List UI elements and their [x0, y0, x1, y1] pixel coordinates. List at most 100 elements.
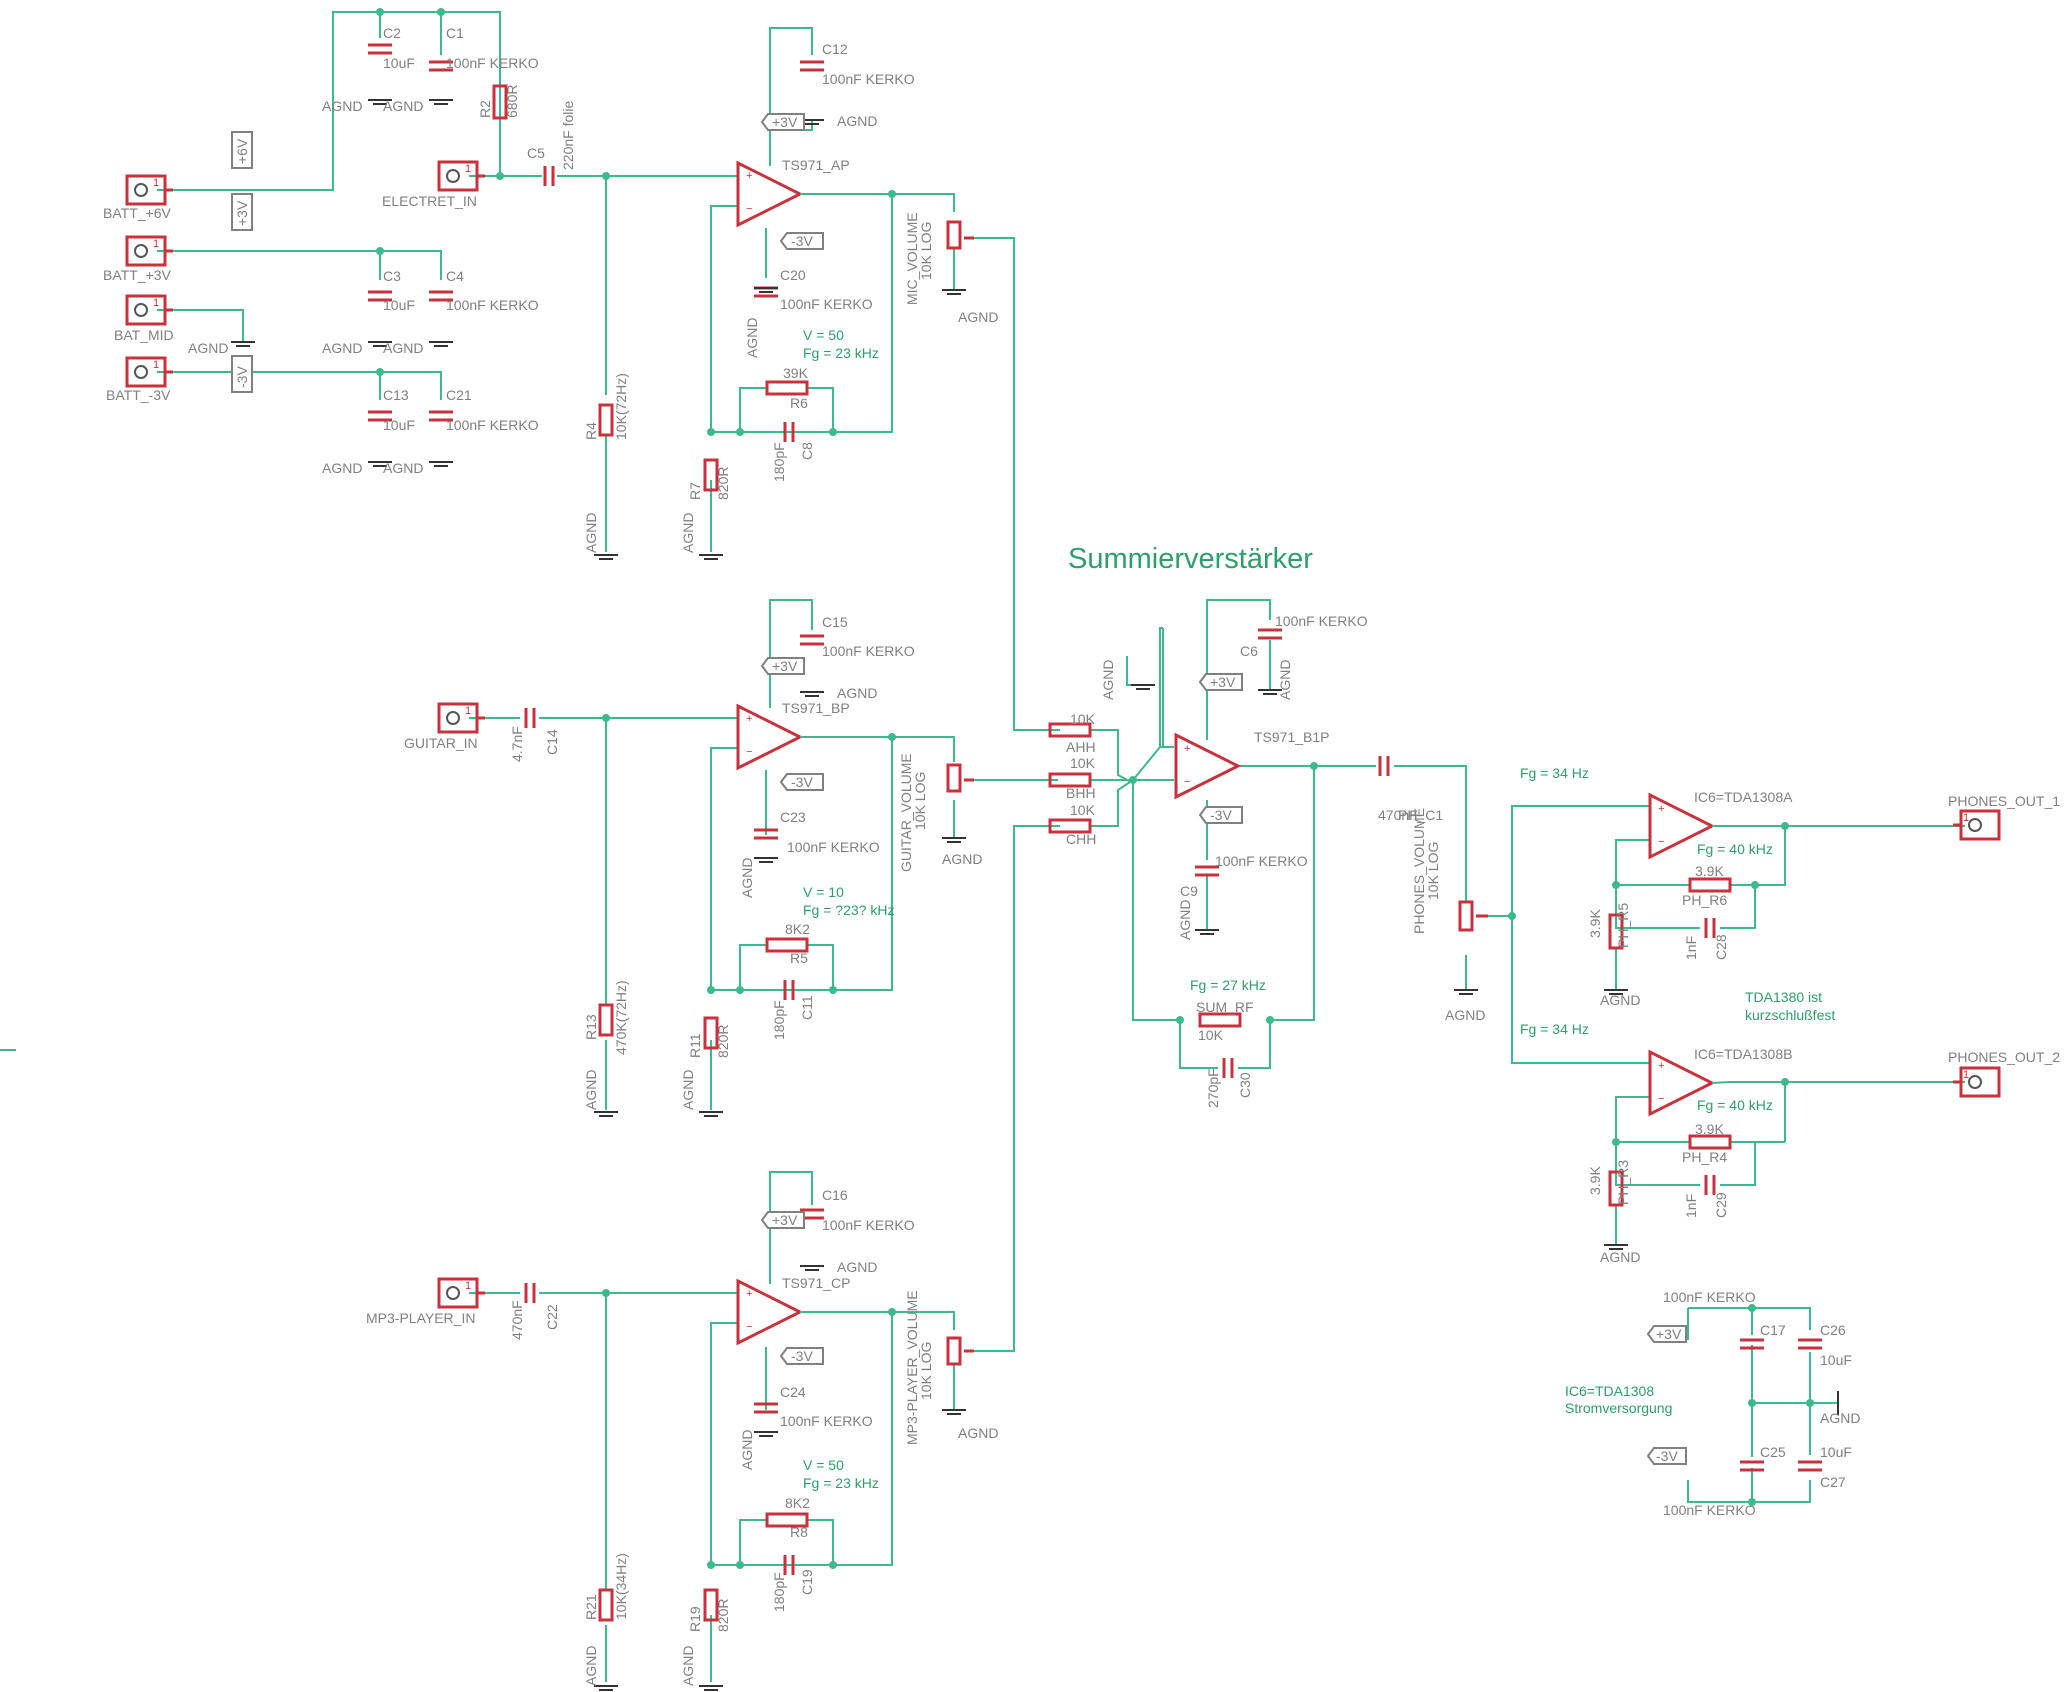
label: AGND — [322, 340, 362, 356]
connector-label: MP3-PLAYER_IN — [366, 1310, 475, 1326]
supply-tag-box — [760, 113, 805, 131]
label: 100nF KERKO — [446, 55, 539, 71]
label-vertical: C8 — [799, 442, 815, 460]
label-vertical: 10K LOG — [1425, 842, 1441, 900]
label-vertical: 1nF — [1683, 936, 1699, 960]
svg-text:+: + — [1658, 1060, 1664, 1072]
connector-label: PHONES_OUT_2 — [1948, 1049, 2060, 1065]
label-vertical: 3.9K — [1587, 1166, 1603, 1195]
annotation: Stromversorgung — [1565, 1400, 1672, 1416]
label-vertical: 820R — [715, 467, 731, 500]
label-vertical: 820R — [715, 1599, 731, 1632]
label: AGND — [383, 460, 423, 476]
annotation: kurzschlußfest — [1745, 1007, 1835, 1023]
label: 10K — [1070, 755, 1096, 771]
label: 100nF KERKO — [822, 643, 915, 659]
opamp-symbols: +− +− +− +− +− +− — [736, 160, 1731, 1346]
label: 10uF — [383, 297, 415, 313]
label: C1 — [446, 25, 464, 41]
label-vertical: AGND — [583, 1070, 599, 1110]
pin-number: 1 — [153, 297, 159, 309]
annotation: Fg = 27 kHz — [1190, 977, 1266, 993]
label: C24 — [780, 1384, 806, 1400]
label: C5 — [527, 145, 545, 161]
supply-tag-box — [779, 232, 824, 250]
svg-text:+: + — [1658, 803, 1664, 815]
label: AGND — [958, 309, 998, 325]
label-vertical: C14 — [544, 729, 560, 755]
label: 100nF KERKO — [780, 296, 873, 312]
svg-text:−: − — [746, 203, 752, 215]
supply-tag: -3V — [234, 366, 250, 388]
label: AGND — [383, 98, 423, 114]
label-vertical: C28 — [1713, 934, 1729, 960]
supply-tag-box — [779, 773, 824, 791]
supply-tag-box — [1646, 1325, 1687, 1343]
label: C21 — [446, 387, 472, 403]
label-vertical: 470nF — [509, 1300, 525, 1340]
label: AGND — [837, 113, 877, 129]
supply-tag-box — [779, 1347, 824, 1365]
label-vertical: 180pF — [771, 442, 787, 482]
supply-tag-box — [760, 657, 805, 675]
label: AGND — [1820, 1410, 1860, 1426]
label: AGND — [837, 1259, 877, 1275]
label-vertical: AGND — [739, 1430, 755, 1470]
annotation: Fg = 23 kHz — [803, 345, 879, 361]
pin-number: 1 — [465, 705, 471, 717]
annotation: Fg = 40 kHz — [1697, 841, 1773, 857]
label: 100nF KERKO — [446, 417, 539, 433]
label-vertical: AGND — [583, 1646, 599, 1686]
label: 100nF KERKO — [1663, 1502, 1756, 1518]
supply-tag: +3V — [772, 1212, 798, 1228]
pin-number: 1 — [465, 163, 471, 175]
label-vertical: C30 — [1237, 1072, 1253, 1098]
label: AGND — [837, 685, 877, 701]
label: AGND — [1445, 1007, 1485, 1023]
label: C17 — [1760, 1322, 1786, 1338]
pin-number: 1 — [153, 359, 159, 371]
label: 100nF KERKO — [787, 839, 880, 855]
label: R6 — [790, 395, 808, 411]
ground-symbols — [231, 99, 1839, 1691]
label: PH_C1 — [1398, 807, 1443, 823]
label-vertical: 10K(34Hz) — [613, 1553, 629, 1620]
connector-label: BATT_+3V — [103, 267, 171, 283]
label: C25 — [1760, 1444, 1786, 1460]
connector-label: GUITAR_IN — [404, 735, 478, 751]
annotation: IC6=TDA1308 — [1565, 1383, 1654, 1399]
label: C2 — [383, 25, 401, 41]
opamp-label-b1p: TS971_B1P — [1254, 729, 1330, 745]
label-vertical: 10K LOG — [912, 772, 928, 830]
label: 100nF KERKO — [1663, 1289, 1756, 1305]
connector-label: BATT_+6V — [103, 205, 171, 221]
svg-text:+: + — [746, 1288, 752, 1300]
junctions — [376, 8, 1814, 1569]
annotation: Fg = 40 kHz — [1697, 1097, 1773, 1113]
pin-number: 1 — [1963, 1069, 1969, 1081]
label: 10uF — [383, 417, 415, 433]
label-vertical: C22 — [544, 1304, 560, 1330]
label-vertical: AGND — [583, 513, 599, 553]
opamp-label-cp: TS971_CP — [782, 1275, 850, 1291]
label-vertical: 220nF folie — [560, 101, 576, 170]
label-vertical: AGND — [739, 858, 755, 898]
label-vertical: R7 — [687, 482, 703, 500]
label: C13 — [383, 387, 409, 403]
pin-number: 1 — [153, 177, 159, 189]
capacitors — [368, 43, 1822, 1575]
label: 8K2 — [785, 1495, 810, 1511]
label: AHH — [1066, 739, 1096, 755]
label-vertical: R13 — [583, 1014, 599, 1040]
label: 10K — [1070, 802, 1096, 818]
label-vertical: C19 — [799, 1569, 815, 1595]
svg-text:+: + — [746, 170, 752, 182]
label: R5 — [790, 950, 808, 966]
label: 10uF — [1820, 1352, 1852, 1368]
label: 8K2 — [785, 921, 810, 937]
label-vertical: 10K LOG — [918, 222, 934, 280]
